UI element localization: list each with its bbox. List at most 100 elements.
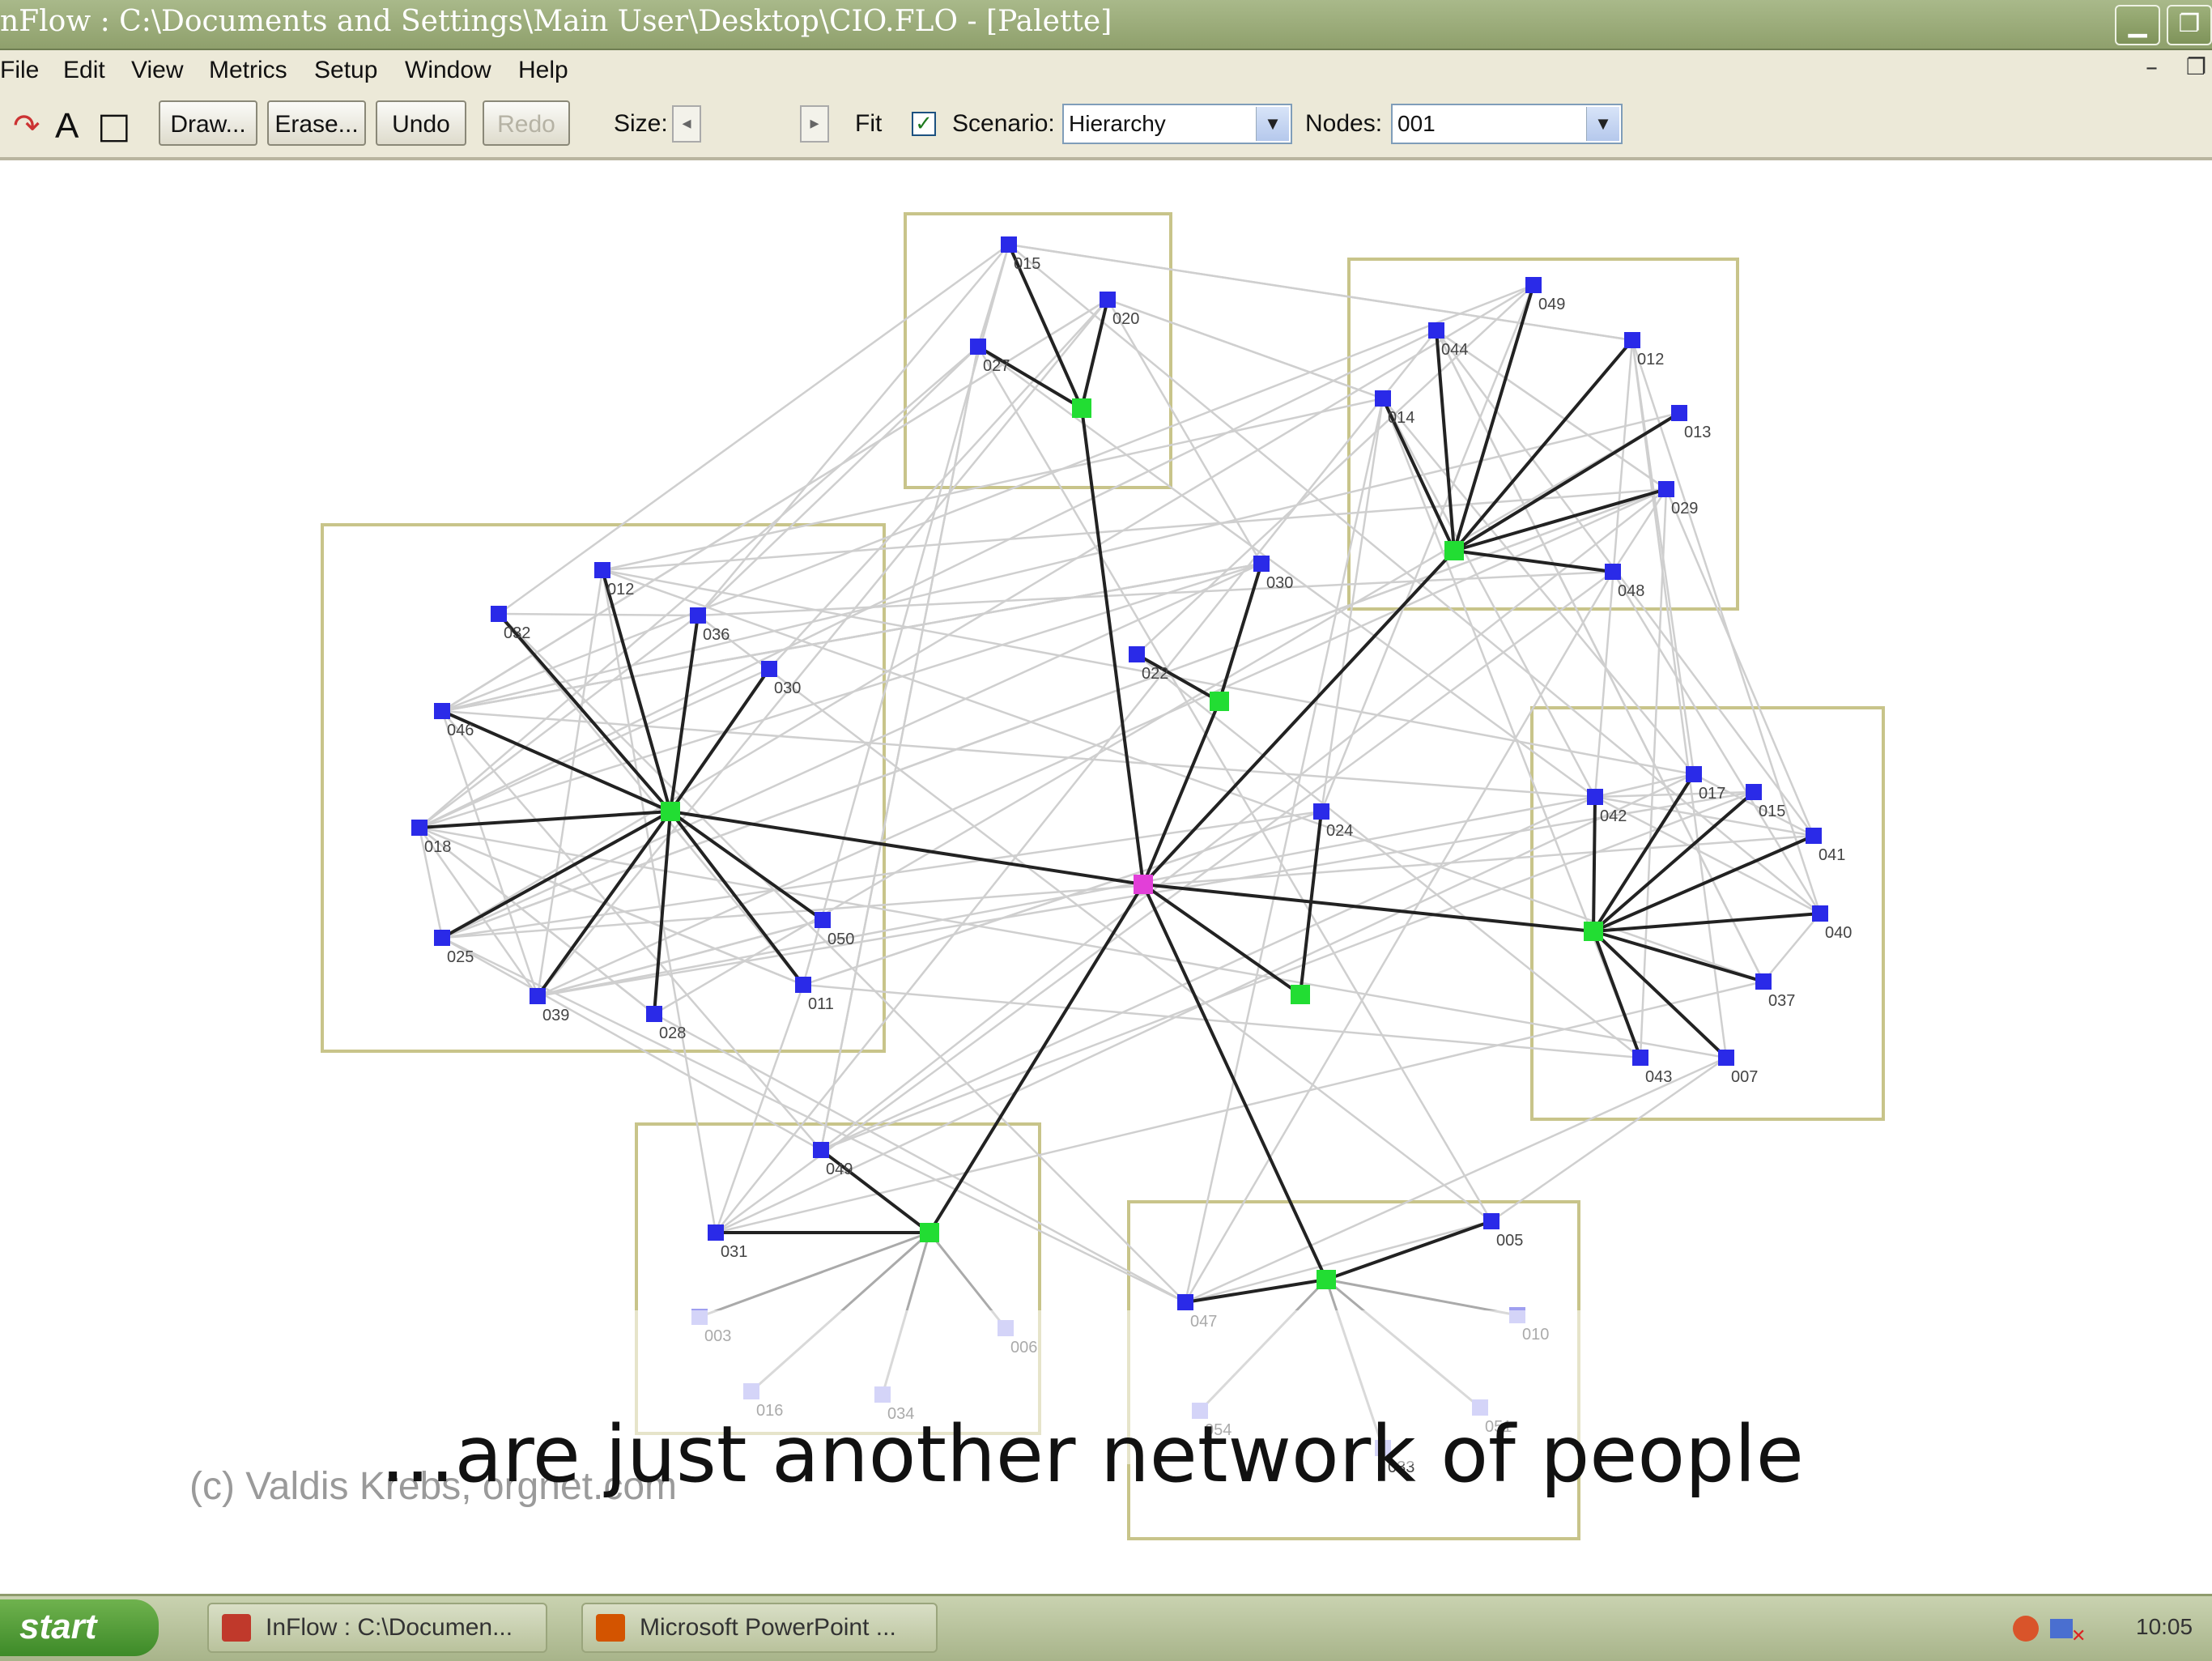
report-edge [670,810,1144,886]
menu-bar: File Edit View Metrics Setup Window Help [0,50,2212,93]
text-tool-icon[interactable]: A [55,106,79,146]
title-bar[interactable]: nFlow : C:\Documents and Settings\Main U… [0,0,2212,50]
node-label: 030 [774,679,801,697]
report-edge [441,709,671,813]
node-label: 044 [1441,341,1468,359]
report-edge [1142,883,1594,933]
tie-edge [1763,913,1821,982]
node-label: 036 [703,626,730,644]
drawing-tools: ↷ A □ [5,104,134,149]
chevron-down-icon[interactable]: ▼ [1256,107,1289,141]
task-powerpoint-label: Microsoft PowerPoint ... [640,1614,896,1641]
member-node [1525,277,1542,293]
document-restore-icon[interactable]: ❐ [2186,53,2207,80]
tie-edge [441,810,1322,939]
tie-edge [820,488,1667,1151]
tie-edge [419,827,655,1015]
node-label: 022 [1142,665,1168,683]
report-edge [1142,883,1302,996]
rectangle-tool-icon[interactable]: □ [97,105,131,147]
member-node [970,339,986,355]
size-decrease-button[interactable]: ◂ [672,105,701,143]
tie-edge [419,329,1437,829]
member-node [1001,236,1017,253]
tie-edge [418,827,444,939]
copyright-text: (c) Valdis Krebs, orgnet.com [189,1465,677,1508]
group-box [321,523,886,1053]
tie-edge [536,569,604,997]
start-button[interactable]: start [0,1599,159,1656]
tie-edge [602,569,1764,983]
member-node [761,661,777,677]
tie-edge [441,562,1262,939]
minimize-button[interactable]: ▁ [2115,5,2160,45]
manager-node [1317,1270,1336,1289]
report-edge [1185,1278,1327,1304]
member-node [1605,564,1621,580]
manager-node [1444,541,1464,560]
node-label: 030 [1266,574,1293,592]
tie-edge [1491,1056,1727,1223]
report-edge [1593,834,1814,933]
menu-setup[interactable]: Setup [314,57,378,83]
window-title: nFlow : C:\Documents and Settings\Main U… [0,5,1112,38]
member-node [795,977,811,993]
task-inflow[interactable]: InFlow : C:\Documen... [207,1603,547,1653]
scenario-value: Hierarchy [1069,111,1166,136]
network-error-icon: ✕ [2071,1625,2086,1646]
report-edge [1142,701,1221,885]
fit-checkbox[interactable]: ✓ [912,112,936,136]
manager-node [661,802,680,821]
checkmark-icon: ✓ [915,112,933,136]
report-edge [1453,284,1535,552]
node-label: 027 [983,357,1010,375]
manager-node [1072,398,1091,418]
menu-window[interactable]: Window [405,57,491,83]
node-label: 018 [424,838,451,856]
tie-edge [1136,654,1641,1058]
report-edge [1453,488,1667,552]
tie-edge [1594,773,1695,799]
report-edge [669,810,805,986]
member-node [813,1142,829,1158]
menu-view[interactable]: View [131,57,184,83]
member-node [1671,405,1687,421]
menu-help[interactable]: Help [518,57,568,83]
tie-edge [1382,398,1695,775]
tie-edge [1008,243,1633,342]
node-label: 005 [1496,1232,1523,1250]
node-label: 043 [1645,1068,1672,1086]
arrow-tool-icon[interactable]: ↷ [13,108,40,145]
network-status-icon[interactable] [2050,1619,2073,1638]
menu-file[interactable]: File [0,57,40,83]
member-node [1632,1050,1648,1066]
fit-label: Fit [855,110,883,137]
redo-button[interactable]: Redo [483,100,570,146]
nodes-select[interactable]: 001 ▼ [1391,104,1623,144]
member-node [1686,766,1702,782]
tie-edge [419,667,770,829]
tie-edge [1106,299,1263,564]
maximize-button[interactable]: ❐ [2167,5,2212,45]
back-arrow-icon[interactable] [2013,1616,2039,1642]
tie-edge [1594,795,1821,915]
member-node [1746,784,1762,800]
tie-edge [1381,398,1597,798]
report-edge [1218,563,1263,702]
draw-button[interactable]: Draw... [159,100,257,146]
chevron-down-icon[interactable]: ▼ [1586,107,1619,141]
member-node [1806,828,1822,844]
member-node [1718,1050,1734,1066]
scenario-select[interactable]: Hierarchy ▼ [1062,104,1292,144]
document-minimize-icon[interactable]: – [2146,53,2158,82]
erase-button[interactable]: Erase... [267,100,366,146]
menu-metrics[interactable]: Metrics [209,57,287,83]
menu-edit[interactable]: Edit [63,57,105,83]
tie-edge [419,826,1727,1059]
size-increase-button[interactable]: ▸ [800,105,829,143]
task-powerpoint[interactable]: Microsoft PowerPoint ... [581,1603,938,1653]
undo-button[interactable]: Undo [376,100,466,146]
report-edge [1142,884,1328,1280]
